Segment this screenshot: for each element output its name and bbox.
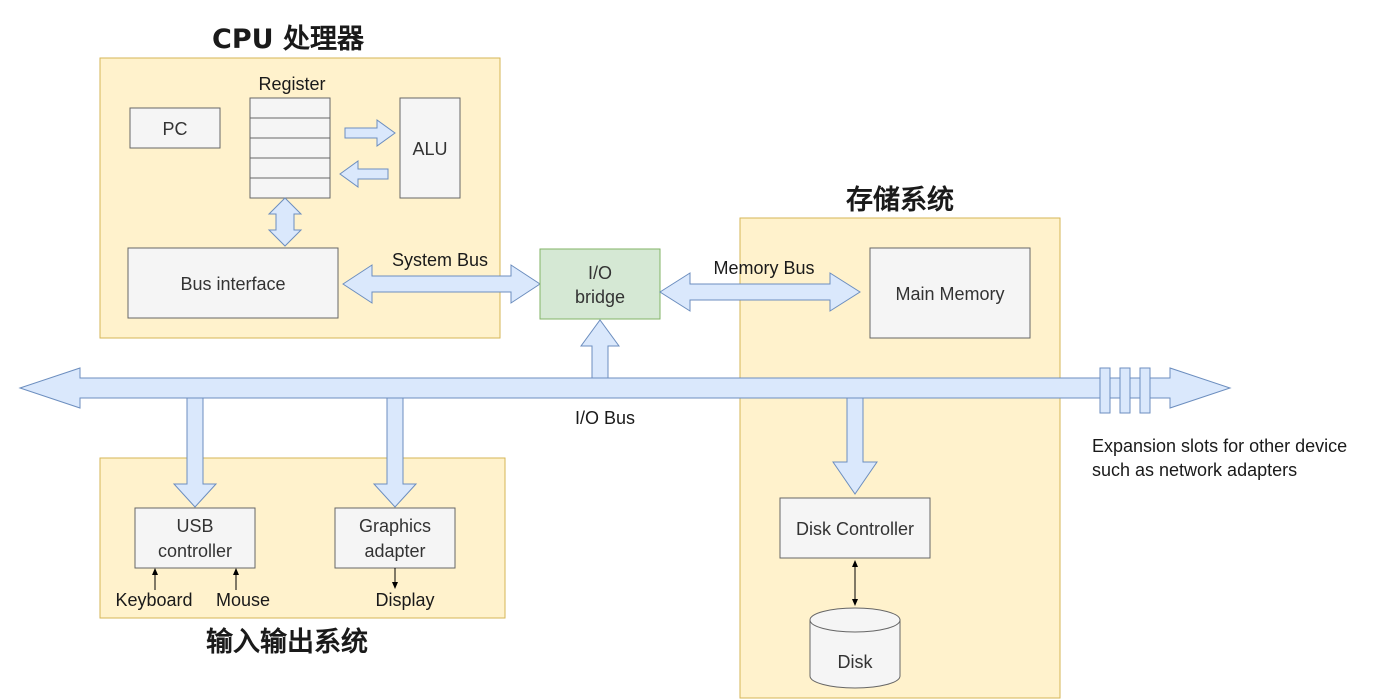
disk-controller-disk-arrow — [852, 560, 858, 606]
io-bus-arrow — [18, 367, 1232, 409]
alu-label: ALU — [412, 139, 447, 159]
graphics-adapter-box: Graphics adapter — [334, 507, 456, 569]
io-bus-to-disk-controller-arrow — [832, 397, 878, 495]
pc-label: PC — [162, 119, 187, 139]
disk-cylinder: Disk — [809, 607, 901, 689]
display-output-arrow — [392, 568, 398, 589]
bus-interface-label: Bus interface — [180, 274, 285, 294]
register-stack — [249, 97, 331, 199]
io-bus-label: I/O Bus — [575, 408, 635, 428]
io-title: 输入输出系统 — [206, 626, 368, 658]
usb-controller-box: USB controller — [134, 507, 256, 569]
main-memory-label: Main Memory — [895, 284, 1004, 304]
keyboard-input-arrow — [152, 568, 158, 590]
alu-box: ALU — [399, 97, 461, 199]
usb-controller-label-line2: controller — [158, 541, 232, 561]
register-bus-interface-arrow — [267, 197, 303, 247]
keyboard-label: Keyboard — [115, 590, 192, 610]
mouse-input-arrow — [233, 568, 239, 590]
cpu-title: CPU 处理器 — [212, 24, 365, 55]
disk-controller-label: Disk Controller — [796, 519, 914, 539]
bus-interface-box: Bus interface — [127, 247, 339, 319]
expansion-note-line1: Expansion slots for other device — [1092, 436, 1347, 456]
io-bridge-label-line2: bridge — [575, 287, 625, 307]
io-bus-to-bridge-arrow — [580, 319, 620, 379]
io-bridge-label-line1: I/O — [588, 263, 612, 283]
register-label: Register — [258, 74, 325, 94]
usb-controller-label-line1: USB — [176, 516, 213, 536]
pc-box: PC — [129, 107, 221, 149]
memory-bus-label: Memory Bus — [713, 258, 814, 278]
main-memory-box: Main Memory — [869, 247, 1031, 339]
disk-controller-box: Disk Controller — [779, 497, 931, 559]
io-bus-to-graphics-arrow — [372, 397, 418, 508]
register-to-alu-arrow — [344, 119, 396, 147]
graphics-adapter-label-line2: adapter — [364, 541, 425, 561]
system-bus-label: System Bus — [392, 250, 488, 270]
memory-bus-arrow — [659, 272, 861, 312]
display-label: Display — [375, 590, 434, 610]
io-bridge-box: I/O bridge — [539, 248, 661, 320]
mouse-label: Mouse — [216, 590, 270, 610]
io-bus-to-usb-arrow — [172, 397, 218, 508]
disk-label: Disk — [838, 652, 874, 672]
expansion-note-line2: such as network adapters — [1092, 460, 1297, 480]
storage-title: 存储系统 — [846, 184, 954, 216]
graphics-adapter-label-line1: Graphics — [359, 516, 431, 536]
alu-to-register-arrow — [339, 160, 389, 188]
expansion-slot-markers — [1099, 367, 1151, 414]
